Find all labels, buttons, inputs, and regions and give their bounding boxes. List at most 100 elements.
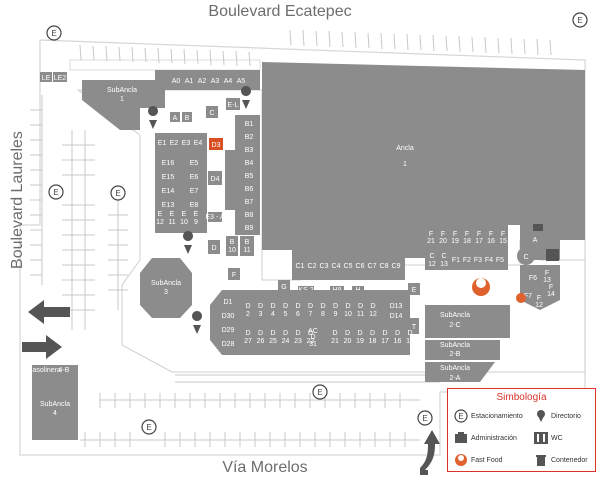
store-label[interactable]: E [158, 211, 163, 218]
store-label[interactable]: C5 [344, 263, 353, 270]
store-label[interactable]: C9 [392, 263, 401, 270]
store-label[interactable]: A3 [211, 78, 220, 85]
store-label[interactable]: 6 [296, 311, 300, 318]
store-label[interactable]: D [370, 330, 375, 337]
store-label[interactable]: 17 [381, 338, 389, 345]
store-subancla-2c[interactable] [425, 305, 510, 338]
store-subancla-4[interactable] [32, 365, 78, 440]
store-label[interactable]: 9 [194, 219, 198, 226]
store-f[interactable] [228, 268, 240, 280]
store-a-right[interactable] [528, 230, 542, 245]
store-label[interactable]: 27 [244, 338, 252, 345]
store-label[interactable]: E2 [170, 140, 179, 147]
store-label[interactable]: 18 [369, 338, 377, 345]
store-label[interactable]: D13 [390, 303, 403, 310]
store-label[interactable]: D [382, 330, 387, 337]
store-label[interactable]: A1 [185, 78, 194, 85]
store-label[interactable]: 16 [394, 338, 402, 345]
store-label[interactable]: C4 [332, 263, 341, 270]
store-label[interactable]: 20 [344, 338, 352, 345]
store-b10[interactable] [226, 236, 238, 256]
store-label[interactable]: E6 [190, 174, 199, 181]
store-label[interactable]: E14 [162, 188, 175, 195]
store-g[interactable] [278, 280, 290, 292]
store-label[interactable]: B3 [245, 147, 254, 154]
store-label[interactable]: 11 [168, 219, 175, 226]
store-label[interactable]: E8 [190, 202, 199, 209]
store-label[interactable]: D [370, 303, 375, 310]
store-label[interactable]: 19 [356, 338, 364, 345]
store-label[interactable]: C8 [380, 263, 389, 270]
store-label[interactable]: D [283, 330, 288, 337]
store-c-small[interactable] [206, 106, 218, 118]
store-label[interactable]: 4 [271, 311, 275, 318]
store-subancla-2a[interactable] [425, 362, 495, 382]
store-label[interactable]: C1 [296, 263, 305, 270]
store-label[interactable]: 22 [307, 338, 315, 345]
store-label[interactable]: E13 [162, 202, 175, 209]
store-label[interactable]: D [270, 303, 275, 310]
store-label[interactable]: A0 [172, 78, 181, 85]
store-b[interactable] [182, 112, 192, 122]
store-label[interactable]: F5 [496, 257, 504, 264]
store-label[interactable]: D [320, 303, 325, 310]
store-label[interactable]: E16 [162, 160, 175, 167]
store-t[interactable] [409, 318, 419, 334]
store-label[interactable]: D [283, 303, 288, 310]
store-a[interactable] [170, 112, 180, 122]
store-label[interactable]: 5 [284, 311, 288, 318]
store-label[interactable]: D29 [222, 327, 235, 334]
store-label[interactable]: A2 [198, 78, 207, 85]
store-label[interactable]: D14 [390, 313, 403, 320]
store-label[interactable]: D [345, 330, 350, 337]
store-label[interactable]: D [295, 330, 300, 337]
store-label[interactable]: B1 [245, 121, 254, 128]
store-c-round[interactable] [517, 247, 535, 265]
store-label[interactable]: D [308, 303, 313, 310]
store-e-small[interactable] [408, 283, 420, 295]
store-subancla-2b[interactable] [425, 340, 500, 360]
store-label[interactable]: B9 [245, 225, 254, 232]
store-label[interactable]: 10 [180, 219, 188, 226]
store-label[interactable]: B4 [245, 160, 254, 167]
store-label[interactable]: A4 [224, 78, 233, 85]
store-label[interactable]: C3 [320, 263, 329, 270]
store-subancla-1[interactable] [82, 80, 165, 130]
store-label[interactable]: 12 [156, 219, 164, 226]
store-label[interactable]: B2 [245, 134, 254, 141]
store-label[interactable]: D [332, 330, 337, 337]
store-label[interactable]: C7 [368, 263, 377, 270]
store-label[interactable]: E3 [182, 140, 191, 147]
store-label[interactable]: 23 [294, 338, 302, 345]
store-label[interactable]: 21 [331, 338, 339, 345]
store-label[interactable]: D [258, 303, 263, 310]
store-label[interactable]: 2 [246, 311, 250, 318]
store-label[interactable]: D [270, 330, 275, 337]
store-label[interactable]: F3 [474, 257, 482, 264]
store-label[interactable]: D [345, 303, 350, 310]
store-label[interactable]: 12 [369, 311, 377, 318]
store-label[interactable]: D30 [222, 313, 235, 320]
store-label[interactable]: E4 [194, 140, 203, 147]
store-label[interactable]: D [358, 303, 363, 310]
store-label[interactable]: 8 [321, 311, 325, 318]
store-le[interactable] [40, 72, 52, 82]
store-label[interactable]: C6 [356, 263, 365, 270]
store-label[interactable]: F2 [463, 257, 471, 264]
store-label[interactable]: D [245, 330, 250, 337]
store-e3-a[interactable] [208, 212, 222, 222]
store-d-small[interactable] [208, 240, 220, 254]
store-label[interactable]: D [308, 330, 313, 337]
store-label[interactable]: 9 [334, 311, 338, 318]
store-label[interactable]: B7 [245, 199, 254, 206]
store-label[interactable]: D [357, 330, 362, 337]
store-label[interactable]: 15 [406, 338, 414, 345]
store-label[interactable]: D [245, 303, 250, 310]
store-b11[interactable] [240, 236, 254, 256]
store-label[interactable]: 3 [259, 311, 263, 318]
store-label[interactable]: E1 [158, 140, 167, 147]
store-label[interactable]: 11 [357, 311, 364, 318]
store-label[interactable]: F4 [485, 257, 493, 264]
store-label[interactable]: D [407, 330, 412, 337]
store-label[interactable]: A5 [237, 78, 246, 85]
